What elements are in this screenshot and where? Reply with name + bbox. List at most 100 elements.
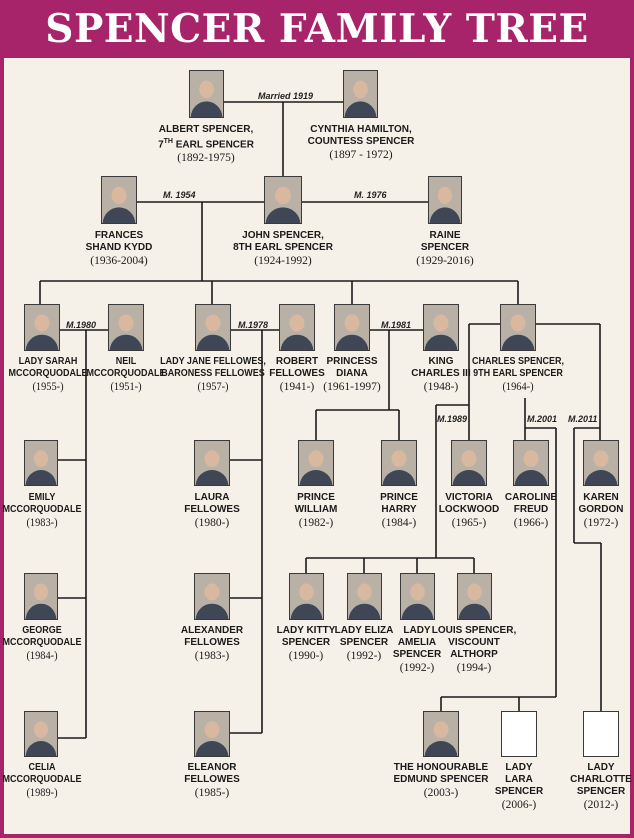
edmund-years: (2003-) (423, 787, 459, 799)
jane-title: BARONESS FELLOWES (161, 368, 265, 379)
raine-name: RAINE (429, 230, 461, 241)
portrait-silhouette-icon (25, 305, 59, 350)
photo-jane (195, 304, 231, 351)
portrait-silhouette-icon (424, 305, 458, 350)
charlotte-title2: SPENCER (576, 786, 626, 797)
charlotte-years: (2012-) (583, 799, 619, 811)
celia-years: (1989-) (26, 787, 58, 799)
photo-robert (279, 304, 315, 351)
label-charlotte: LADY CHARLOTTE SPENCER (2012-) (570, 762, 632, 812)
photo-victoria (451, 440, 487, 486)
portrait-silhouette-icon (25, 574, 57, 619)
william-name: PRINCE (297, 492, 335, 503)
eleanor-years: (1985-) (194, 787, 230, 799)
albert-years: (1892-1975) (177, 152, 235, 165)
louis-title: VISCOUNT (448, 637, 500, 648)
sarah-name: LADY SARAH (18, 356, 78, 367)
eliza-title: SPENCER (339, 637, 389, 648)
eleanor-title: FELLOWES (184, 774, 240, 785)
portrait-silhouette-icon (290, 574, 323, 619)
diana-name: PRINCESS (326, 356, 378, 367)
alexander-name: ALEXANDER (180, 625, 244, 636)
label-charles: CHARLES SPENCER, 9TH EARL SPENCER (1964-… (472, 356, 564, 394)
karen-title: GORDON (578, 504, 624, 515)
photo-neil (108, 304, 144, 351)
eleanor-name: ELEANOR (187, 762, 237, 773)
karen-years: (1972-) (583, 517, 619, 529)
photo-george (24, 573, 58, 620)
portrait-silhouette-icon (335, 305, 369, 350)
portrait-silhouette-icon (196, 305, 230, 350)
photo-kingcharles (423, 304, 459, 351)
robert-years: (1941-) (279, 381, 315, 393)
label-william: PRINCE WILLIAM (1982-) (295, 492, 338, 530)
photo-frances (101, 176, 137, 224)
frances-name: FRANCES (94, 230, 144, 241)
celia-name: CELIA (28, 762, 56, 773)
sarah-years: (1955-) (32, 381, 64, 393)
photo-sarah (24, 304, 60, 351)
alexander-years: (1983-) (194, 650, 230, 662)
john-name: JOHN SPENCER, (242, 230, 324, 241)
portrait-silhouette-icon (452, 441, 486, 485)
laura-years: (1980-) (194, 517, 230, 529)
portrait-silhouette-icon (344, 71, 377, 117)
photo-eleanor (194, 711, 230, 757)
photo-alexander (194, 573, 230, 620)
raine-years: (1929-2016) (416, 255, 474, 267)
photo-harry (381, 440, 417, 486)
william-years: (1982-) (298, 517, 334, 529)
portrait-silhouette-icon (514, 441, 548, 485)
frances-years: (1936-2004) (90, 255, 148, 267)
amelia-title2: SPENCER (392, 649, 442, 660)
amelia-years: (1992-) (399, 662, 435, 674)
harry-name: PRINCE (380, 492, 418, 503)
harry-title: HARRY (381, 504, 417, 515)
portrait-silhouette-icon (382, 441, 416, 485)
portrait-silhouette-icon (265, 177, 301, 223)
label-harry: PRINCE HARRY (1984-) (380, 492, 418, 530)
label-laura: LAURA FELLOWES (1980-) (184, 492, 240, 530)
diana-years: (1961-1997) (323, 381, 381, 393)
edmund-name: THE HONOURABLE (393, 762, 489, 773)
raine-title: SPENCER (420, 242, 470, 253)
victoria-title: LOCKWOOD (438, 504, 500, 515)
kingcharles-name: KING (428, 356, 454, 367)
robert-name: ROBERT (275, 356, 319, 367)
label-celia: CELIA MCCORQUODALE (1989-) (2, 762, 81, 800)
emily-title: MCCORQUODALE (2, 504, 82, 515)
label-george: GEORGE MCCORQUODALE (1984-) (2, 625, 81, 663)
karen-name: KAREN (583, 492, 619, 503)
photo-albert (189, 70, 224, 118)
photo-lara-placeholder (501, 711, 537, 757)
portrait-silhouette-icon (348, 574, 381, 619)
cynthia-years: (1897 - 1972) (329, 149, 393, 161)
photo-diana (334, 304, 370, 351)
label-louis: LOUIS SPENCER, VISCOUNT ALTHORP (1994-) (432, 625, 516, 675)
photo-cynthia (343, 70, 378, 118)
charles-years: (1964-) (502, 381, 534, 393)
marriage-label-1989: M.1989 (437, 414, 468, 424)
lara-name: LADY (505, 762, 533, 773)
portrait-silhouette-icon (190, 71, 223, 117)
lara-title2: SPENCER (494, 786, 544, 797)
label-victoria: VICTORIA LOCKWOOD (1965-) (439, 492, 500, 530)
page-title: SPENCER FAMILY TREE (45, 6, 589, 52)
charlotte-title: CHARLOTTE (570, 774, 632, 785)
john-years: (1924-1992) (254, 255, 312, 267)
portrait-silhouette-icon (195, 441, 229, 485)
marriage-label-1919: Married 1919 (258, 91, 314, 101)
neil-name: NEIL (115, 356, 137, 367)
victoria-years: (1965-) (451, 517, 487, 529)
label-kingcharles: KING CHARLES III (1948-) (411, 356, 470, 394)
john-title: 8TH EARL SPENCER (233, 242, 333, 253)
edmund-title: EDMUND SPENCER (393, 774, 489, 785)
kitty-years: (1990-) (288, 650, 324, 662)
label-eleanor: ELEANOR FELLOWES (1985-) (184, 762, 240, 800)
portrait-silhouette-icon (401, 574, 434, 619)
laura-name: LAURA (194, 492, 230, 503)
charles-title: 9TH EARL SPENCER (473, 368, 563, 379)
cynthia-title: COUNTESS SPENCER (307, 136, 415, 147)
portrait-silhouette-icon (195, 712, 229, 756)
portrait-silhouette-icon (584, 441, 618, 485)
